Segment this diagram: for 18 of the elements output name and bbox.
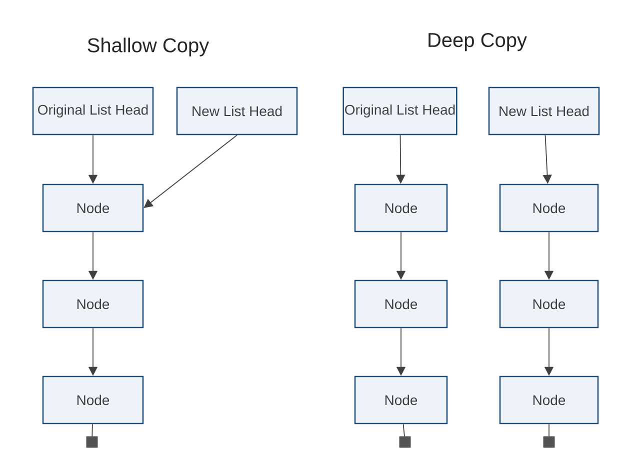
list-node-box: New List Head: [176, 86, 298, 136]
list-node-box: Node: [499, 376, 599, 424]
null-terminator: [399, 436, 411, 448]
heading: Shallow Copy: [88, 38, 210, 56]
list-node-box: Node: [499, 184, 599, 232]
list-node-box: Node: [354, 184, 448, 232]
list-node-box: Node: [42, 376, 144, 424]
heading: Deep Copy: [428, 32, 527, 52]
list-node-box: Node: [42, 184, 144, 232]
list-node-box: Node: [42, 280, 144, 328]
list-node-box: Original List Head: [32, 86, 154, 136]
list-node-box: Node: [354, 280, 448, 328]
list-node-box: New List Head: [488, 86, 600, 136]
null-terminator: [543, 436, 555, 448]
list-node-box: Node: [499, 280, 599, 328]
null-terminator: [86, 436, 98, 448]
list-node-box: Original List Head: [342, 86, 458, 136]
list-node-box: Node: [354, 376, 448, 424]
